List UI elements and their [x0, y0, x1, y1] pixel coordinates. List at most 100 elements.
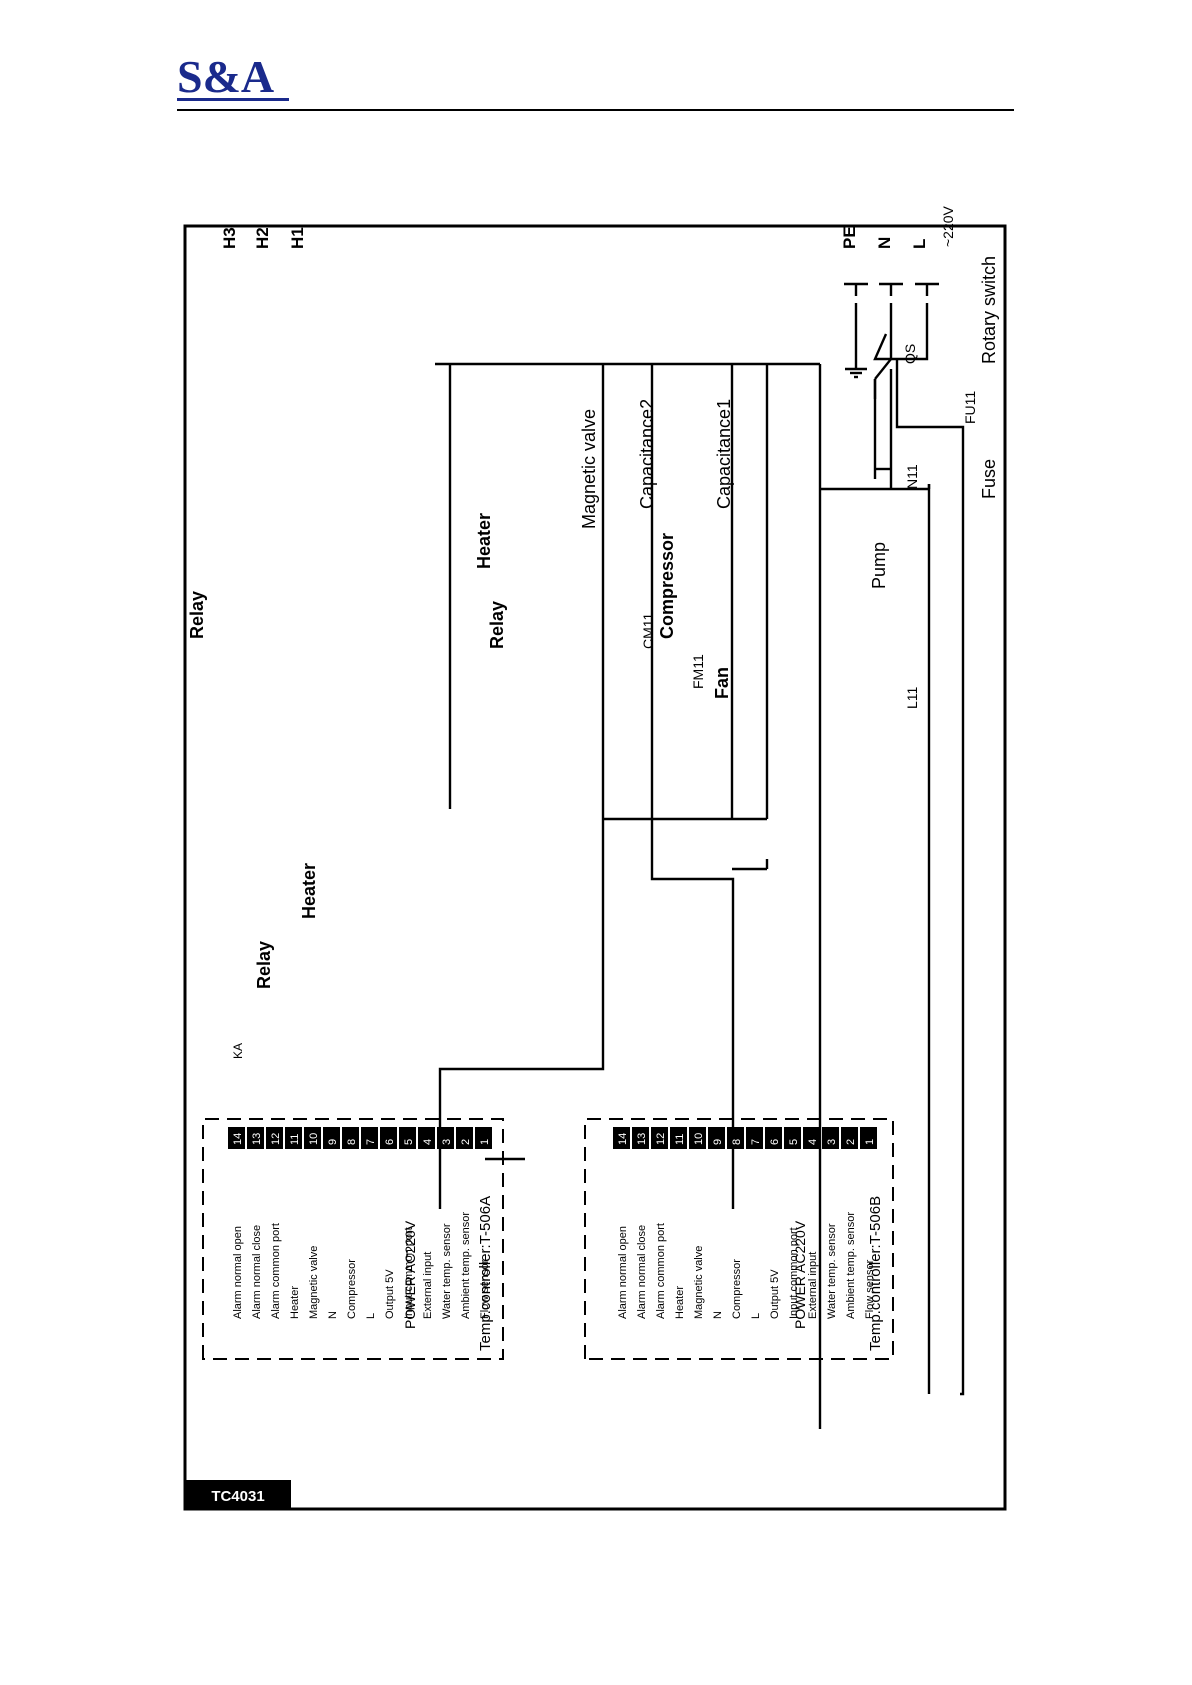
rotary-switch-label: Rotary switch [979, 256, 999, 364]
terminal-function-label: Alarm normal open [232, 1226, 244, 1319]
terminal-pin-number: 6 [769, 1139, 781, 1145]
terminal-function-label: Magnetic valve [308, 1246, 320, 1319]
terminal-pin-number: 8 [346, 1139, 358, 1145]
valve-label: Magnetic valve [579, 409, 599, 529]
terminal-pin-number: 5 [788, 1139, 800, 1145]
terminal-function-label: Flow sensor [479, 1259, 491, 1319]
terminal-pin-number: 1 [864, 1139, 876, 1145]
controller-a: Temp.controller:T-506A POWER AC220V 1234… [202, 1118, 504, 1360]
terminal-pin-number: 11 [674, 1134, 686, 1145]
terminal-block [323, 1127, 340, 1149]
terminal-function-label: Magnetic valve [693, 1246, 705, 1319]
terminal-function-label: Alarm normal close [251, 1225, 263, 1319]
terminal-pin-number: 11 [289, 1134, 301, 1145]
terminal-block [784, 1127, 801, 1149]
terminal-pin-number: 1 [479, 1139, 491, 1145]
terminal-block [765, 1127, 782, 1149]
terminal-pin-number: 9 [327, 1139, 339, 1145]
controller-b-power: POWER AC220V [792, 1220, 808, 1329]
terminal-pin-number: 6 [384, 1139, 396, 1145]
wires [435, 282, 965, 1429]
terminal-block [708, 1127, 725, 1149]
terminal-function-label: Output 5V [384, 1269, 396, 1319]
heater1-label: Heater [474, 513, 494, 569]
header-divider [177, 109, 1014, 111]
terminal-function-label: Water temp. sensor [441, 1223, 453, 1319]
controller-b-title: Temp.controller:T-506B [867, 1196, 884, 1351]
supply-n-label: N [875, 237, 894, 249]
relay-ka12-label: Relay [254, 941, 274, 989]
aux-h2-label: H2 [253, 227, 272, 249]
terminal-function-label: Ambient temp. sensor [460, 1212, 472, 1319]
aux-h1-label: H1 [288, 227, 307, 249]
cap1-label: Capacitance1 [714, 399, 734, 509]
terminal-block [689, 1127, 706, 1149]
controller-b: Temp.controller:T-506B POWER AC220V 1234… [584, 1118, 894, 1360]
terminal-block [361, 1127, 378, 1149]
rotated-schematic: N11 L11 L N PE ~220V H1 H2 H3 Rotary swi… [187, 205, 999, 1429]
terminal-block [228, 1127, 245, 1149]
fuse-tag: FU11 [962, 391, 978, 424]
terminal-block [266, 1127, 283, 1149]
wire-label: N11 [904, 464, 920, 489]
terminal-pin-number: 14 [617, 1133, 629, 1145]
terminal-block [285, 1127, 302, 1149]
cap2-label: Capacitance2 [637, 399, 657, 509]
terminal-block [437, 1127, 454, 1149]
terminal-block [670, 1127, 687, 1149]
terminal-function-label: Compressor [731, 1259, 743, 1319]
diagram-frame [183, 224, 1007, 1511]
terminal-function-label: Flow sensor [864, 1259, 876, 1319]
terminal-block [860, 1127, 877, 1149]
rotary-switch-tag: QS [902, 344, 918, 364]
terminal-block [746, 1127, 763, 1149]
terminal-pin-number: 9 [712, 1139, 724, 1145]
heater2-label: Heater [299, 863, 319, 919]
terminal-pin-number: 8 [731, 1139, 743, 1145]
supply-voltage-label: ~220V [940, 205, 956, 247]
terminal-block [247, 1127, 264, 1149]
terminal-block [803, 1127, 820, 1149]
terminal-block [418, 1127, 435, 1149]
terminal-function-label: N [712, 1311, 724, 1319]
terminal-pin-number: 12 [270, 1133, 282, 1145]
terminal-block [456, 1127, 473, 1149]
terminal-function-label: Output 5V [769, 1269, 781, 1319]
compressor-label: Compressor [657, 533, 677, 639]
terminal-function-label: Alarm common port [270, 1223, 282, 1319]
controller-a-power: POWER AC220V [402, 1220, 418, 1329]
terminal-pin-number: 10 [693, 1133, 705, 1145]
terminal-function-label: Water temp. sensor [826, 1223, 838, 1319]
fuse-label: Fuse [979, 459, 999, 499]
terminal-block [304, 1127, 321, 1149]
fan-label: Fan [712, 667, 732, 699]
terminal-pin-number: 12 [655, 1133, 667, 1145]
wire-label-group: N11 L11 [904, 464, 920, 709]
terminal-function-label: Alarm normal close [636, 1225, 648, 1319]
terminal-function-label: L [365, 1313, 377, 1319]
terminal-block [613, 1127, 630, 1149]
supply-l-label: L [910, 239, 929, 249]
terminal-block [399, 1127, 416, 1149]
terminal-block [380, 1127, 397, 1149]
terminal-block [342, 1127, 359, 1149]
terminal-block [651, 1127, 668, 1149]
terminal-function-label: Input common port [403, 1227, 415, 1319]
model-tag: TC4031 [211, 1488, 264, 1505]
terminal-function-label: External input [422, 1252, 434, 1319]
terminal-function-label: Alarm common port [655, 1223, 667, 1319]
terminal-function-label: Ambient temp. sensor [845, 1212, 857, 1319]
terminal-function-label: Compressor [346, 1259, 358, 1319]
terminal-function-label: Heater [289, 1286, 301, 1319]
terminal-function-label: L [750, 1313, 762, 1319]
terminal-function-label: Input common port [788, 1227, 800, 1319]
terminal-block [727, 1127, 744, 1149]
compressor-tag: CM11 [640, 612, 656, 649]
terminal-block [841, 1127, 858, 1149]
terminal-pin-number: 7 [365, 1139, 377, 1145]
supply-pe-label: PE [840, 226, 859, 249]
brand-logo-text: S&A [177, 51, 274, 102]
terminal-pin-number: 7 [750, 1139, 762, 1145]
terminal-block [822, 1127, 839, 1149]
